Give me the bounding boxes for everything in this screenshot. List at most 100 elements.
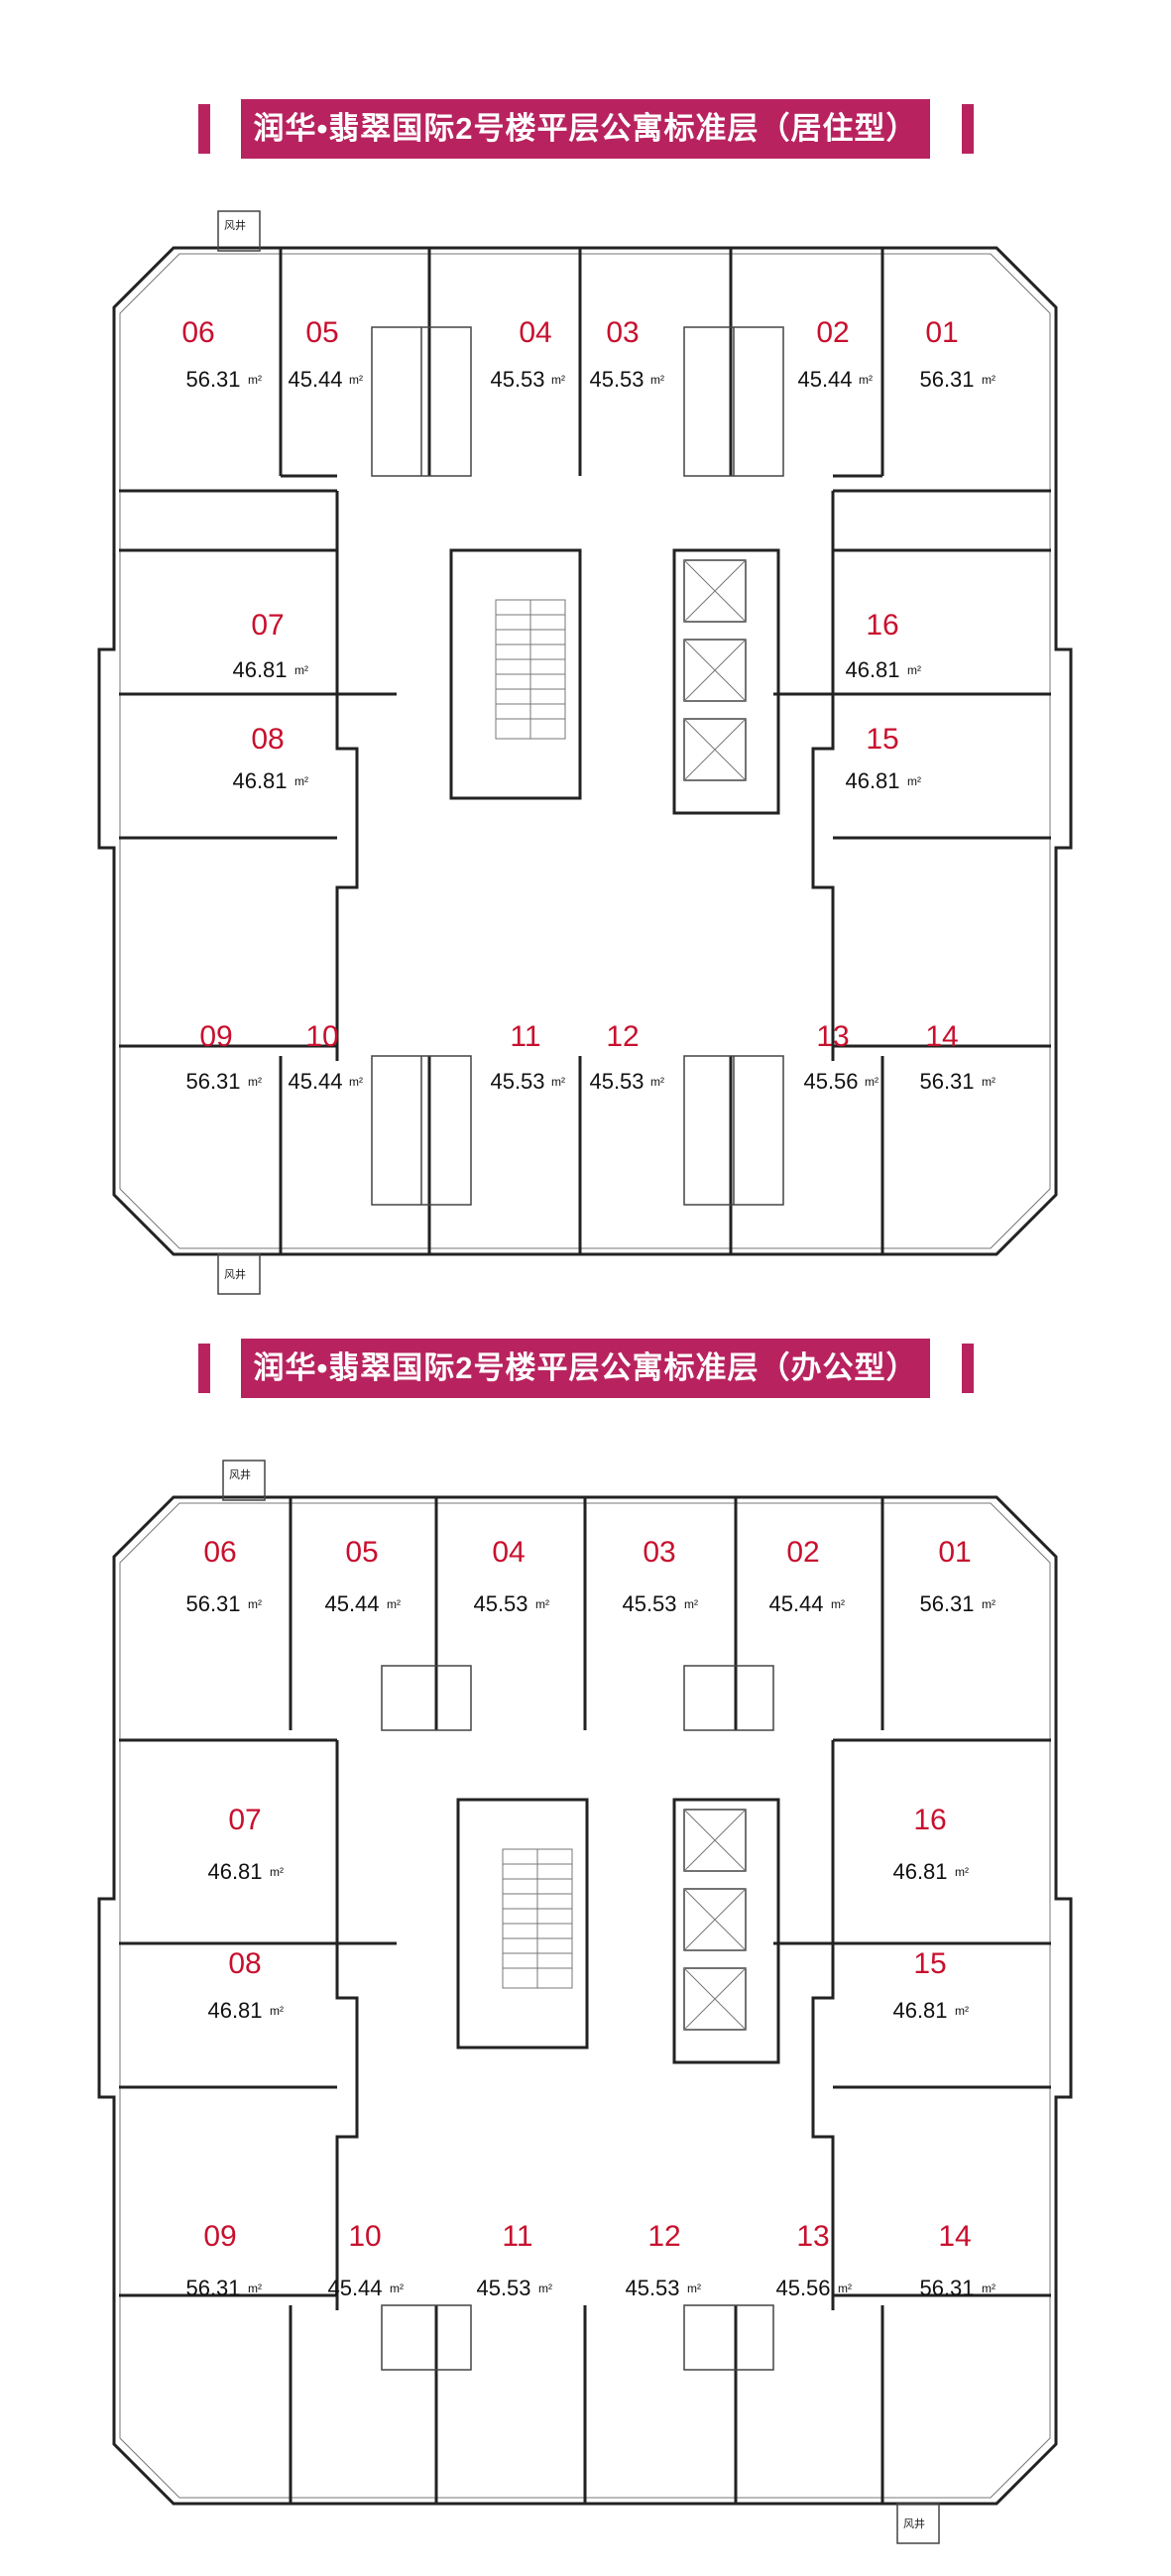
svg-text:02: 02	[786, 1536, 819, 1569]
svg-text:56.31: 56.31	[185, 367, 240, 392]
svg-text:46.81: 46.81	[232, 657, 287, 682]
svg-text:m²: m²	[859, 373, 873, 387]
svg-text:14: 14	[938, 2220, 971, 2253]
stair-core	[449, 548, 582, 800]
svg-text:12: 12	[647, 2220, 680, 2253]
svg-text:11: 11	[502, 2220, 532, 2253]
svg-text:45.44: 45.44	[327, 2276, 382, 2300]
svg-text:m²: m²	[349, 1075, 363, 1089]
svg-text:02: 02	[816, 316, 849, 349]
svg-text:03: 03	[643, 1536, 675, 1569]
svg-text:m²: m²	[955, 2004, 969, 2018]
elevator-3	[683, 718, 747, 781]
svg-text:m²: m²	[349, 373, 363, 387]
unit-09: 09 56.31 m²	[185, 2220, 262, 2300]
svg-text:05: 05	[305, 316, 338, 349]
svg-text:m²: m²	[982, 373, 995, 387]
unit-04: 04 45.53 m²	[473, 1536, 549, 1616]
svg-text:m²: m²	[387, 1597, 401, 1611]
svg-text:45.44: 45.44	[324, 1591, 379, 1616]
title-accent-right	[962, 104, 974, 154]
bottom-row-partitions	[119, 2293, 1051, 2504]
top-closets	[381, 1665, 774, 1731]
title-accent-left	[198, 1344, 210, 1393]
title-accent-left	[198, 104, 210, 154]
svg-text:m²: m²	[248, 373, 262, 387]
svg-text:m²: m²	[650, 1075, 664, 1089]
svg-text:01: 01	[938, 1536, 971, 1569]
central-corridor	[335, 491, 835, 1061]
svg-text:16: 16	[866, 609, 898, 642]
svg-text:m²: m²	[270, 1865, 284, 1879]
svg-text:m²: m²	[865, 1075, 878, 1089]
svg-text:m²: m²	[535, 1597, 549, 1611]
svg-text:04: 04	[492, 1536, 525, 1569]
svg-text:m²: m²	[551, 373, 565, 387]
svg-text:m²: m²	[248, 1597, 262, 1611]
svg-text:13: 13	[816, 1020, 849, 1053]
svg-text:01: 01	[925, 316, 958, 349]
svg-text:08: 08	[228, 1947, 261, 1980]
svg-text:m²: m²	[907, 663, 921, 677]
svg-text:45.53: 45.53	[625, 2276, 679, 2300]
svg-text:14: 14	[925, 1020, 958, 1053]
svg-text:45.53: 45.53	[490, 1069, 544, 1094]
svg-text:09: 09	[203, 2220, 236, 2253]
elevator-2	[683, 639, 747, 702]
bottom-bathrooms	[371, 1055, 784, 1206]
svg-text:46.81: 46.81	[207, 1859, 262, 1884]
svg-text:m²: m²	[838, 2282, 852, 2295]
svg-text:m²: m²	[294, 663, 308, 677]
svg-text:m²: m²	[294, 774, 308, 788]
shaft-tag-top: 风井	[224, 218, 246, 232]
shaft-top-left	[217, 210, 261, 252]
svg-text:03: 03	[606, 316, 639, 349]
svg-text:m²: m²	[248, 2282, 262, 2295]
svg-text:m²: m²	[687, 2282, 701, 2295]
shaft-top-left	[222, 1460, 266, 1501]
elevator-3	[683, 1967, 747, 2031]
top-bathrooms	[371, 326, 784, 477]
shaft-bottom-left	[217, 1253, 261, 1295]
svg-text:m²: m²	[538, 2282, 552, 2295]
svg-text:46.81: 46.81	[892, 1859, 947, 1884]
section-title: 润华•翡翠国际2号楼平层公寓标准层（居住型）	[241, 99, 930, 159]
svg-text:46.81: 46.81	[845, 768, 899, 793]
floor-plan-drawing: 风井 风井	[97, 1460, 1073, 2544]
stair-treads	[502, 1848, 573, 1989]
top-row-partitions	[119, 248, 1051, 493]
svg-text:10: 10	[348, 2220, 381, 2253]
svg-text:56.31: 56.31	[185, 2276, 240, 2300]
svg-text:m²: m²	[907, 774, 921, 788]
svg-text:07: 07	[228, 1804, 261, 1836]
bottom-row-partitions	[119, 1044, 1051, 1254]
svg-text:45.56: 45.56	[775, 2276, 830, 2300]
shaft-tag-bottom: 风井	[903, 2517, 925, 2530]
svg-text:16: 16	[913, 1804, 946, 1836]
stair-core	[456, 1798, 589, 2049]
svg-text:11: 11	[510, 1020, 540, 1053]
svg-text:56.31: 56.31	[919, 1591, 974, 1616]
svg-text:m²: m²	[248, 1075, 262, 1089]
svg-text:04: 04	[519, 316, 551, 349]
svg-text:46.81: 46.81	[845, 657, 899, 682]
svg-text:46.81: 46.81	[207, 1998, 262, 2023]
svg-text:45.53: 45.53	[473, 1591, 527, 1616]
section-title-bar: 润华•翡翠国际2号楼平层公寓标准层（居住型）	[0, 99, 1171, 159]
shaft-bottom-right	[896, 2503, 940, 2544]
